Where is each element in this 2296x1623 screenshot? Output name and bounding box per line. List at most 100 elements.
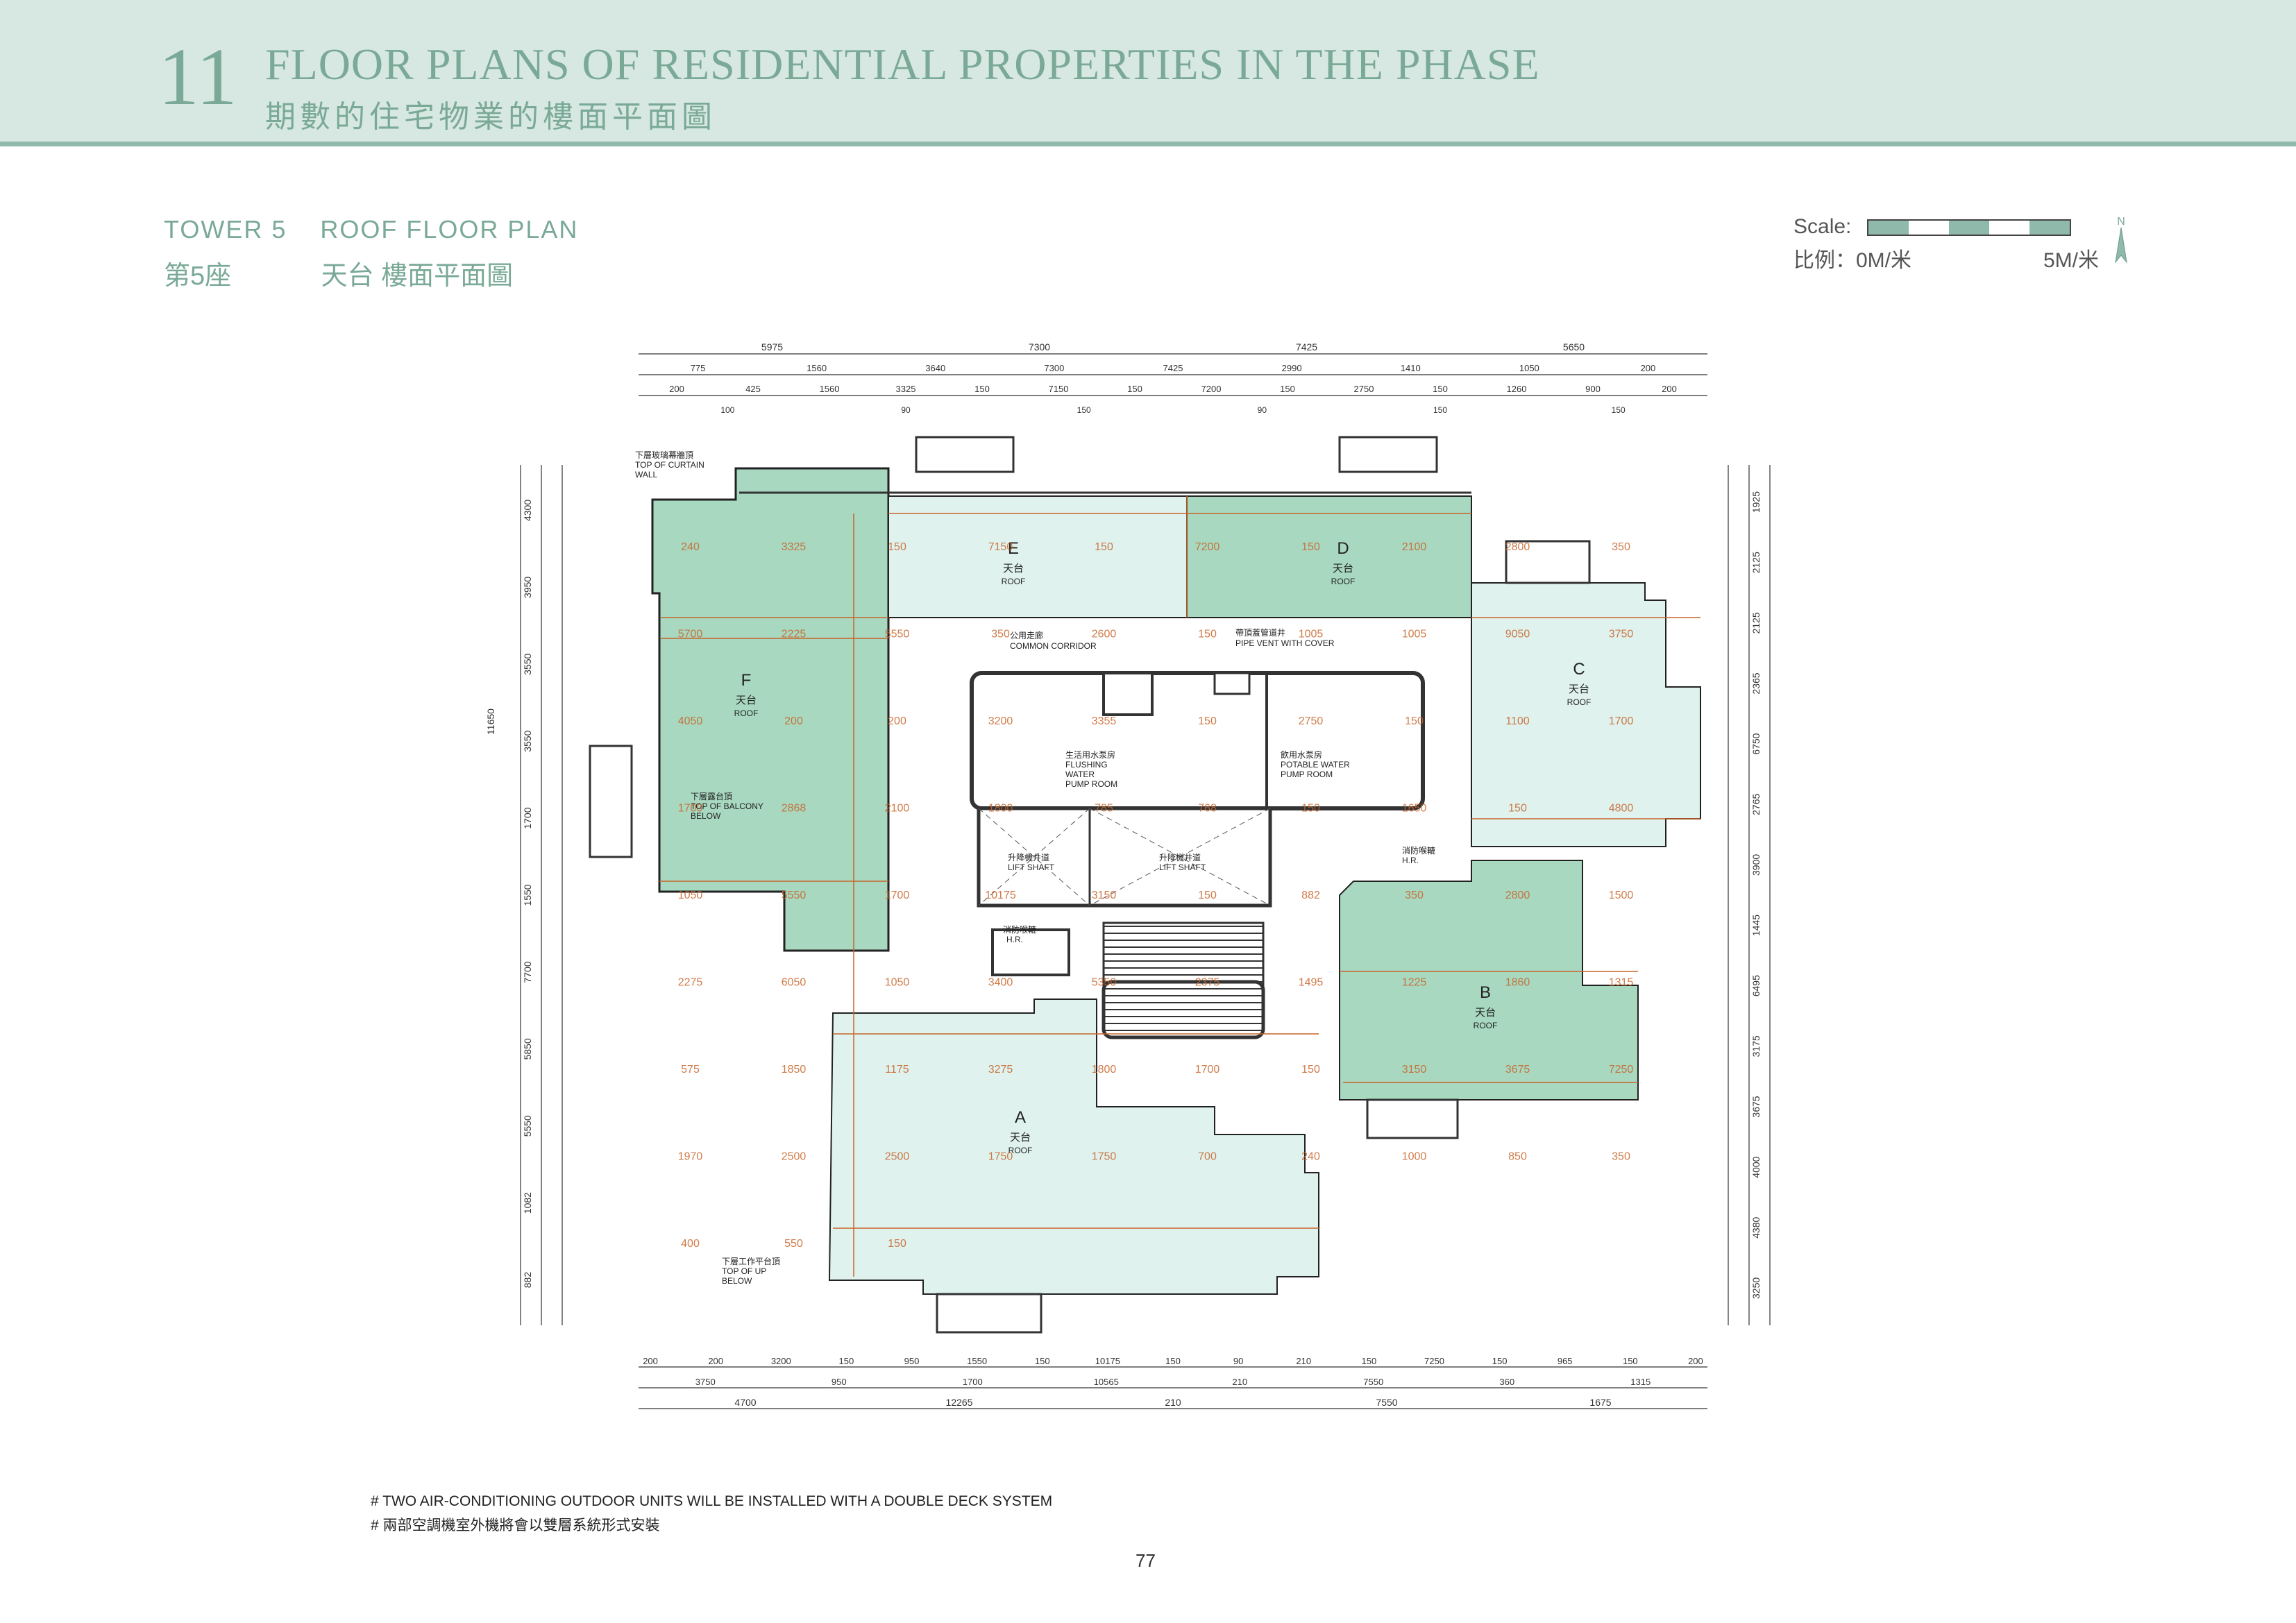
room-D-en: ROOF [1331,577,1356,586]
dimension-text: 150 [1492,1356,1508,1366]
dimension-text: 5550 [782,890,807,901]
dimension-text: 882 [522,1272,533,1289]
dimension-text: 5975 [761,341,783,352]
north-label: N [2117,216,2125,228]
dimension-text: 150 [839,1356,854,1366]
dimension-text: 3400 [988,977,1013,989]
dim-left-total: 11650 [485,708,496,735]
dimension-text: 1175 [885,1064,909,1076]
dimension-text: 2275 [678,977,703,989]
dimension-text: 200 [1662,384,1677,394]
tower-en: TOWER 5 [164,215,287,244]
room-B-zh: 天台 [1475,1007,1496,1019]
dimension-text: 6750 [1750,733,1762,754]
curtain-wall-en2: WALL [635,470,658,479]
dimension-text: 965 [1558,1356,1573,1366]
dimension-text: 1005 [1299,628,1324,640]
dimension-text: 5650 [1563,341,1585,352]
dimension-text: 1082 [522,1192,533,1214]
dimension-text: 1800 [988,802,1013,814]
room-C-en: ROOF [1567,697,1592,707]
dimension-text: 1495 [1299,977,1324,989]
dimension-text: 3550 [522,730,533,751]
plan-title-en: TOWER 5 ROOF FLOOR PLAN [164,215,578,244]
note-zh: # 兩部空調機室外機將會以雙層系統形式安裝 [371,1518,660,1533]
dimension-text: 10565 [1094,1377,1119,1387]
dimension-text: 882 [1301,890,1320,901]
dimension-text: 150 [1198,628,1217,640]
plan-title-zh: 第5座 天台 樓面平面圖 [164,254,513,292]
plan-en: ROOF FLOOR PLAN [320,215,579,244]
dimension-text: 400 [681,1238,700,1250]
dimension-text: 1560 [820,384,840,394]
dimension-text: 950 [832,1377,847,1387]
scale-label: Scale: [1793,215,1852,238]
pipe-vent-en: PIPE VENT WITH COVER [1235,638,1335,648]
dimension-text: 4800 [1609,802,1634,814]
dimension-text: 150 [1623,1356,1638,1366]
potable-pump-en1: POTABLE WATER [1281,760,1350,770]
dimension-text: 4700 [734,1397,756,1408]
balcony-below-en1: TOP OF BALCONY [691,801,763,811]
pipe-vent-zh: 帶頂蓋管道井 [1235,627,1285,638]
dimension-text: 200 [708,1356,723,1366]
dims-left: 4300395035503550170015507700585055501082… [522,500,533,1289]
dimension-text: 7150 [988,541,1013,553]
dimension-text: 150 [1198,715,1217,727]
dimension-text: 2125 [1750,612,1762,634]
hose-reel-2-en: H.R. [1402,856,1419,865]
section-title-zh: 期數的住宅物業的樓面平面圖 [265,100,716,134]
dimension-text: 3150 [1092,890,1117,901]
room-A-letter: A [1015,1108,1026,1127]
lift-shafts [977,806,1272,908]
section-title-en: FLOOR PLANS OF RESIDENTIAL PROPERTIES IN… [265,40,1540,89]
dimension-text: 1860 [1505,977,1530,989]
dimension-text: 90 [1233,1356,1243,1366]
curtain-wall-en1: TOP OF CURTAIN [635,460,704,470]
room-C-letter: C [1573,660,1585,679]
lift-shaft-1-en: LIFT SHAFT [1008,863,1055,872]
dimension-text: 7425 [1163,363,1183,373]
dimension-text: 2365 [1750,672,1762,694]
plan-zh: 天台 樓面平面圖 [321,262,514,291]
room-C-zh: 天台 [1569,683,1589,695]
dimension-text: 240 [681,541,700,553]
dimension-text: 350 [1612,541,1630,553]
dimension-text: 4380 [1750,1217,1762,1239]
dimension-text: 550 [784,1238,803,1250]
room-F-letter: F [741,671,752,690]
dimension-text: 7200 [1201,384,1222,394]
dimension-text: 1100 [1505,715,1530,727]
dimension-text: 350 [1405,890,1424,901]
dimension-text: 7425 [1296,341,1317,352]
dimension-text: 200 [784,715,803,727]
flushing-pump-en1: FLUSHING [1065,760,1108,770]
room-B-letter: B [1480,983,1491,1002]
dimension-text: 7550 [1363,1377,1383,1387]
dimension-text: 1050 [1519,363,1539,373]
dimension-text: 1700 [963,1377,983,1387]
dimension-text: 700 [1198,1151,1217,1163]
dimension-text: 1675 [1589,1397,1611,1408]
dimension-text: 1650 [1402,802,1427,814]
dimension-text: 7250 [1424,1356,1444,1366]
dimension-text: 3550 [522,653,533,674]
dimension-text: 150 [1198,890,1217,901]
dimension-text: 1850 [782,1064,807,1076]
dimension-text: 10175 [985,890,1016,901]
room-F-en: ROOF [734,708,759,718]
dimension-text: 100 [720,405,734,415]
dimension-text: 10175 [1095,1356,1120,1366]
dimension-text: 2800 [1505,541,1530,553]
dimension-text: 2375 [1195,977,1220,989]
north-arrow-icon: N [2115,216,2127,264]
header-divider [0,142,2296,146]
corridor-en: COMMON CORRIDOR [1010,641,1097,651]
dimension-text: 5700 [678,628,703,640]
dimension-text: 9050 [1505,628,1530,640]
dimension-text: 2500 [782,1151,807,1163]
